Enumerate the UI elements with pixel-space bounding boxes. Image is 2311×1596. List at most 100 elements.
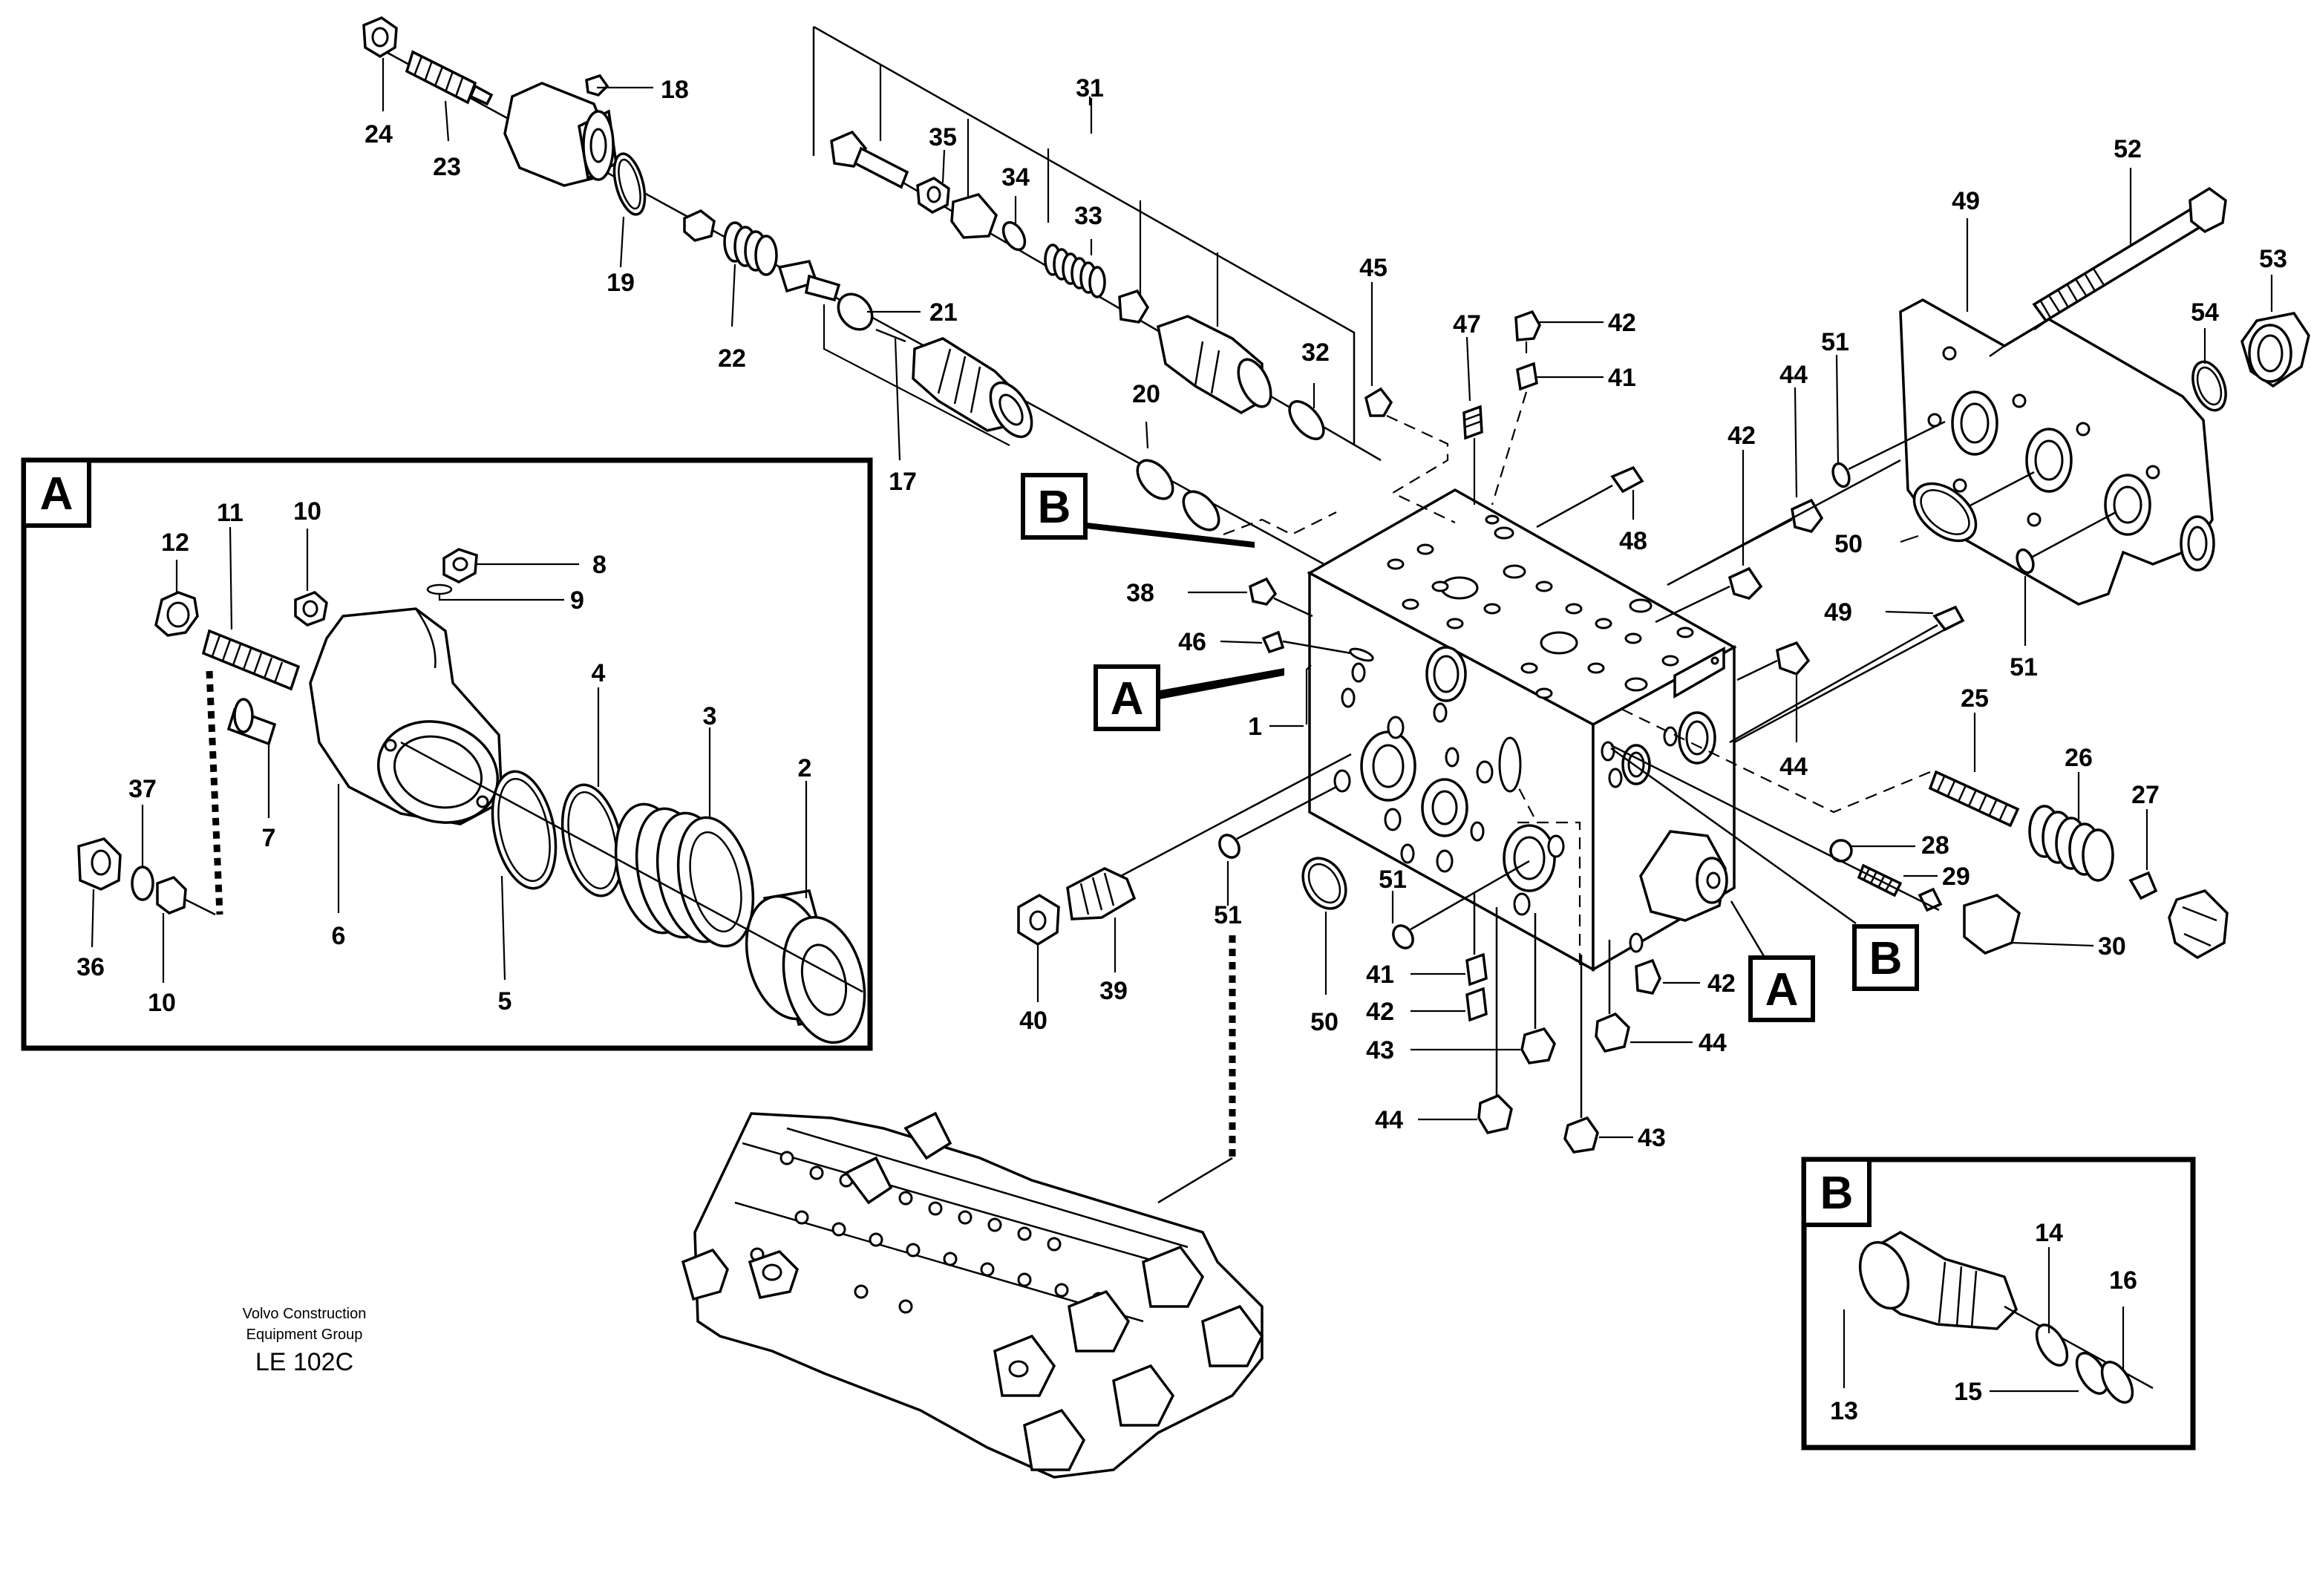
part-7-bolt — [226, 698, 277, 746]
callout-32: 32 — [1301, 339, 1330, 367]
part-47-plug — [1462, 405, 1483, 440]
part-44-plug-bottom-right — [1595, 1012, 1693, 1053]
part-20-o-ring-2 — [1182, 490, 1220, 532]
callout-44-top: 44 — [1779, 361, 1808, 389]
hatched-connector-a — [206, 670, 223, 915]
callout-35: 35 — [929, 123, 957, 151]
part-36-plug — [77, 837, 122, 891]
detail-box-b-letter: B — [1820, 1168, 1854, 1219]
callout-44-right: 44 — [1779, 753, 1808, 781]
callout-44-bottom-left: 44 — [1375, 1106, 1403, 1134]
callout-49-small: 49 — [1824, 598, 1852, 627]
part-41-plug-top — [1516, 362, 1604, 391]
callout-9: 9 — [570, 586, 584, 615]
part-51-ring-right — [2016, 511, 2116, 646]
detail-box-b-tag — [1802, 1157, 1872, 1227]
part-24-nut — [362, 16, 398, 59]
part-17-pin — [875, 328, 906, 343]
part-9-washer — [426, 583, 453, 595]
part-44-plug-right-top — [1791, 387, 1824, 533]
part-41-plug-bottom — [1411, 952, 1488, 987]
callout-10-bottom: 10 — [148, 989, 176, 1017]
part-27-plug — [2168, 889, 2229, 960]
part-43-plug-bottom-right — [1563, 1116, 1633, 1154]
callout-46: 46 — [1178, 628, 1206, 656]
part-42-plug-bottom — [1411, 987, 1488, 1022]
part-38-plug — [1188, 577, 1278, 606]
callout-18: 18 — [661, 76, 689, 104]
relief-valve-assembly: 24 23 18 19 22 21 17 20 — [362, 16, 1352, 580]
callout-1: 1 — [1248, 713, 1262, 741]
callout-52: 52 — [2114, 135, 2142, 163]
svg-text:A: A — [1111, 673, 1144, 725]
part-40-plug — [1017, 893, 1060, 1002]
part-10-cap-top — [294, 590, 328, 627]
callout-43-right: 43 — [1638, 1124, 1666, 1152]
detail-box-a-letter: A — [40, 468, 73, 520]
callout-16: 16 — [2109, 1266, 2137, 1295]
part-35-nut — [916, 176, 950, 215]
callout-31: 31 — [1076, 74, 1104, 102]
callout-14: 14 — [2035, 1219, 2063, 1247]
detail-box-a-tag — [22, 458, 91, 528]
part-42-plug-right — [1727, 450, 1763, 600]
callout-39: 39 — [1099, 977, 1128, 1005]
part-33-spring — [1044, 243, 1106, 298]
part-30-plug — [1963, 894, 2094, 955]
part-28-ball — [1829, 839, 1915, 863]
part-10-cap-bottom — [156, 875, 216, 916]
part-39-fitting — [1066, 867, 1137, 972]
assembly-view-fittings — [681, 1111, 1264, 1471]
callout-8: 8 — [592, 551, 607, 579]
part-52-bolt — [2032, 168, 2227, 323]
part-43-plug-bottom-left — [1411, 1027, 1556, 1064]
callout-5: 5 — [498, 987, 512, 1016]
part-42-plug-bottom-right — [1635, 958, 1700, 995]
callout-15: 15 — [1954, 1378, 1982, 1406]
part-22-poppet — [683, 209, 716, 242]
part-37-ring — [131, 866, 154, 901]
callout-24: 24 — [365, 120, 393, 148]
part-21-ring — [837, 292, 874, 331]
callout-30: 30 — [2098, 932, 2126, 961]
footer-company-line-2: Equipment Group — [246, 1327, 363, 1343]
callout-53: 53 — [2259, 245, 2287, 273]
callout-28: 28 — [1921, 831, 1949, 860]
callout-12: 12 — [161, 529, 189, 557]
valve-block-left-ports — [1333, 646, 1565, 916]
svg-text:B: B — [1038, 482, 1071, 533]
part-50-o-ring-left — [1301, 857, 1347, 995]
part-25-spring — [1928, 713, 2020, 828]
detail-box-a-leaders — [91, 526, 808, 983]
part-29-plug — [1918, 887, 1943, 912]
callout-40: 40 — [1019, 1007, 1047, 1035]
callout-7: 7 — [262, 824, 276, 852]
part-1-valve-block: 1 — [1248, 488, 1737, 972]
svg-text:B: B — [1869, 933, 1903, 984]
callout-17: 17 — [889, 468, 917, 496]
callout-44-bottom-right: 44 — [1699, 1029, 1727, 1057]
part-22-spring — [723, 221, 778, 276]
part-26-spring — [2028, 772, 2114, 882]
callout-49-cover: 49 — [1952, 187, 1980, 215]
reference-tag-b-left: B — [1021, 473, 1337, 548]
assembly-axis-b — [2004, 1305, 2154, 1390]
reference-tag-a-right: A — [1730, 900, 1815, 1022]
callout-50-left: 50 — [1310, 1008, 1338, 1036]
callout-43-left: 43 — [1366, 1036, 1394, 1064]
callout-33: 33 — [1074, 202, 1102, 230]
part-2-sleeve — [745, 889, 866, 1044]
callout-23: 23 — [433, 153, 461, 181]
callout-54: 54 — [2191, 298, 2219, 327]
part-19-o-ring — [612, 152, 647, 216]
footer-drawing-code: LE 102C — [255, 1348, 353, 1376]
part-31-cartridge — [1156, 315, 1272, 415]
callout-3: 3 — [703, 702, 717, 730]
relief-valve-body — [503, 82, 618, 187]
callout-13: 13 — [1830, 1397, 1858, 1425]
part-34-ring — [1001, 220, 1027, 252]
callout-42-top: 42 — [1608, 309, 1636, 337]
callout-47: 47 — [1453, 310, 1481, 339]
